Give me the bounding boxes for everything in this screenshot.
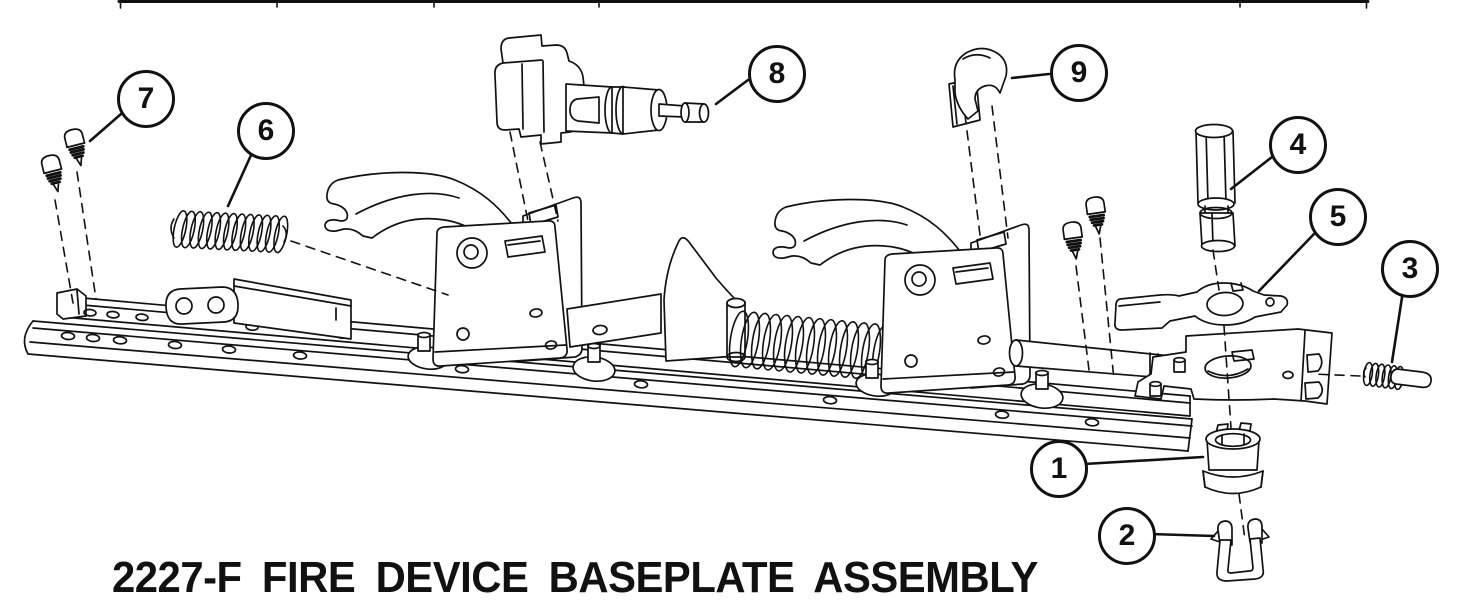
- connecting-bar: [566, 293, 662, 348]
- callout-9-number: 9: [1070, 56, 1088, 89]
- table-border-strip: [117, 0, 1370, 9]
- part-8-actuator: [494, 34, 710, 145]
- callout-7: 7: [117, 70, 175, 128]
- left-lever-arm: [324, 171, 529, 263]
- callout-6-number: 6: [257, 114, 275, 147]
- callout-9: 9: [1050, 44, 1108, 102]
- part-2-retainer-clip: [1210, 518, 1270, 582]
- right-latch-mechanism: [772, 198, 1064, 410]
- right-lever-arm: [772, 198, 977, 290]
- center-bracket: [663, 236, 746, 363]
- callout-8: 8: [748, 45, 806, 103]
- part-9-spring-clip: [948, 47, 1008, 128]
- callout-4: 4: [1269, 116, 1327, 174]
- left-link-arm: [165, 278, 352, 340]
- end-mounting-plate: [1134, 328, 1333, 405]
- right-front-plate: [880, 247, 1016, 394]
- diagram-title: 2227-F FIRE DEVICE BASEPLATE ASSEMBLY: [112, 553, 1038, 602]
- rail-holes-baseplate: [60, 331, 1100, 427]
- callout-3-number: 3: [1401, 252, 1419, 285]
- callout-8-number: 8: [768, 57, 786, 90]
- left-latch-mechanism: [324, 171, 662, 383]
- callout-1: 1: [1030, 440, 1088, 498]
- part-1-bushing: [1202, 422, 1264, 495]
- callout-6: 6: [237, 102, 295, 160]
- callout-7-number: 7: [137, 82, 155, 115]
- part-5-cam-bracket: [1114, 282, 1289, 331]
- assembly-dashed-lines: [54, 105, 1361, 541]
- part-3-spring-pin: [1362, 361, 1432, 391]
- part-6-spring: [170, 210, 289, 254]
- callout-2: 2: [1098, 507, 1156, 565]
- part-4-hex-standoff: [1194, 123, 1236, 253]
- callout-1-number: 1: [1050, 452, 1068, 485]
- callout-4-number: 4: [1289, 128, 1307, 161]
- callout-5-number: 5: [1329, 200, 1347, 233]
- callout-5: 5: [1309, 188, 1367, 246]
- part-7-screws: [40, 128, 1107, 260]
- callout-3: 3: [1381, 240, 1439, 298]
- left-front-plate: [432, 220, 568, 367]
- callout-leader-lines: [88, 72, 1405, 538]
- callout-2-number: 2: [1118, 519, 1136, 552]
